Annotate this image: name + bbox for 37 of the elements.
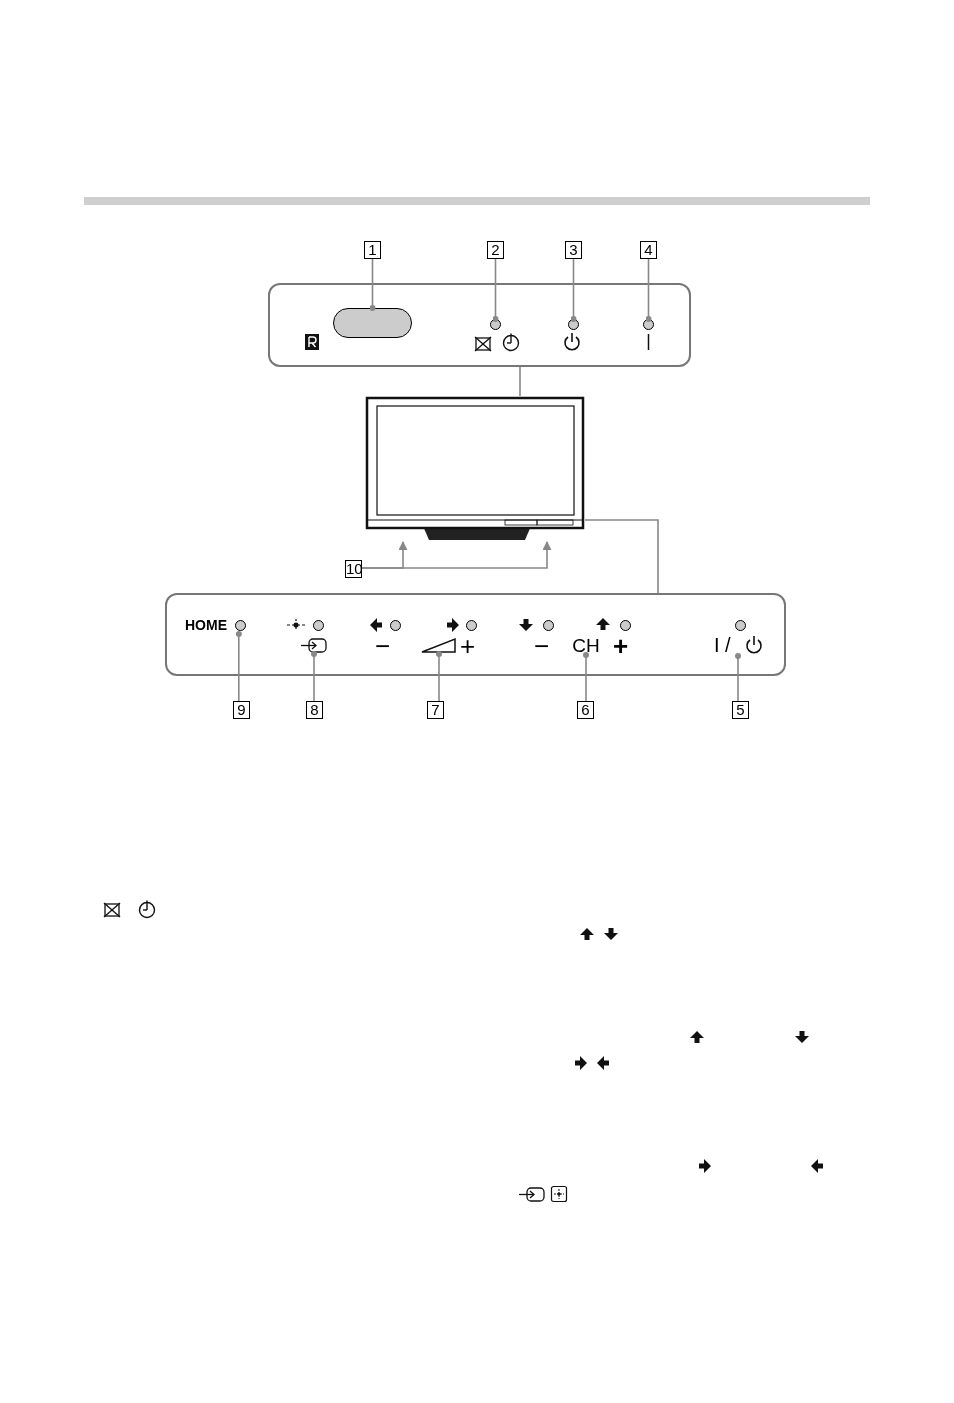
control-panel (268, 283, 691, 367)
button-label: − (534, 634, 550, 658)
volume-icon (421, 637, 457, 654)
arrow (361, 541, 552, 569)
callout-number: 3 (565, 241, 582, 259)
leader-line (645, 258, 652, 322)
button-label: I / (714, 634, 731, 656)
leader-line (369, 258, 376, 311)
leader-line (735, 653, 741, 702)
button-label: CH (571, 636, 601, 655)
button-label: + (460, 634, 476, 658)
indicator-light (490, 319, 501, 330)
indicator-light (568, 319, 579, 330)
leader-line (583, 652, 589, 702)
button-label: + (613, 634, 629, 658)
leader-line (570, 258, 577, 322)
button-label: − (375, 634, 391, 658)
callout-number: 9 (233, 701, 250, 719)
leader-line (311, 651, 317, 702)
button-label: HOME (185, 616, 227, 634)
callout-number: 6 (577, 701, 594, 719)
leader-line (492, 258, 499, 322)
sensor-window (333, 308, 412, 338)
leader-line (235, 631, 242, 702)
callout-number: 5 (732, 701, 749, 719)
callout-number: 4 (640, 241, 657, 259)
connector-line (519, 366, 521, 397)
tv-drawing (365, 396, 585, 542)
connector-line (584, 519, 659, 594)
control-panel (165, 593, 786, 676)
callout-number: 1 (364, 241, 381, 259)
callout-number: 7 (427, 701, 444, 719)
indicator-light (643, 319, 654, 330)
leader-line (436, 651, 442, 702)
callout-number: 2 (487, 241, 504, 259)
input-icon (301, 637, 327, 654)
callout-number: 8 (306, 701, 323, 719)
